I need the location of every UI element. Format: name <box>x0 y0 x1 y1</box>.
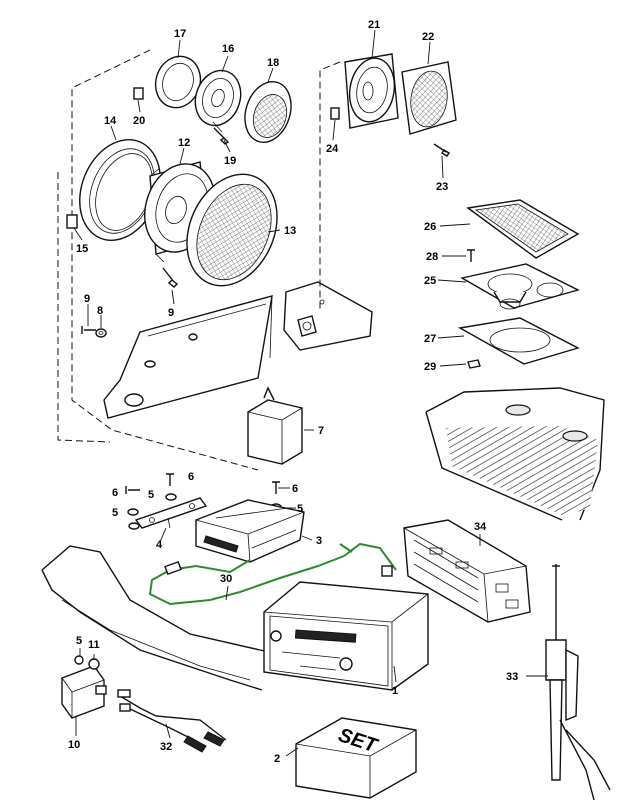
callout-2: 2 <box>274 753 280 765</box>
panel-screw <box>81 326 96 334</box>
radio-area: SET <box>41 473 611 801</box>
callout-13: 13 <box>284 225 296 237</box>
antenna-relay <box>61 665 107 719</box>
callout-12: 12 <box>178 137 190 149</box>
rear-speaker-grille <box>401 61 457 135</box>
rear-woofer <box>344 53 399 129</box>
rear-mount-bracket <box>283 281 373 351</box>
speaker-set-box <box>295 717 417 799</box>
tweeter-grille <box>244 81 292 143</box>
relay-nut <box>88 658 100 670</box>
callout-20: 20 <box>133 115 145 127</box>
callout-3: 3 <box>316 535 322 547</box>
panel-washer <box>95 328 107 338</box>
tweeter-screw <box>213 127 230 145</box>
callout-29: 29 <box>424 361 436 373</box>
leader-lines <box>73 29 548 757</box>
bracket-screw-b <box>166 473 174 486</box>
dash-speaker <box>460 263 580 310</box>
callout-34: 34 <box>474 521 487 533</box>
callout-11: 11 <box>88 639 100 651</box>
callout-8: 8 <box>97 305 103 317</box>
callout-10: 10 <box>68 739 80 751</box>
bracket-washer-b <box>165 493 177 501</box>
dash-speaker-cover <box>466 199 580 259</box>
callout-25: 25 <box>424 275 436 287</box>
callout-23: 23 <box>436 181 448 193</box>
dash-speaker-group <box>425 199 605 521</box>
callout-33: 33 <box>506 671 518 683</box>
callout-24: 24 <box>326 143 339 155</box>
bracket-washer-a <box>127 508 139 516</box>
cable-plug <box>164 560 182 576</box>
callout-14: 14 <box>104 115 117 127</box>
callout-6-top: 6 <box>188 471 194 483</box>
callout-22: 22 <box>422 31 434 43</box>
cover-screw <box>467 249 475 262</box>
amp-screw <box>272 481 280 494</box>
callout-7: 7 <box>318 425 324 437</box>
left-speaker-group <box>57 49 303 471</box>
amplifier-bracket <box>134 497 208 529</box>
callout-1: 1 <box>392 685 398 697</box>
callout-labels: 17 16 18 20 19 14 12 13 15 9 21 22 24 23… <box>68 19 518 765</box>
callout-9-lower: 9 <box>84 293 90 305</box>
relay-washer <box>74 655 84 665</box>
callout-5-c: 5 <box>297 503 303 515</box>
door-trim-panel <box>103 295 273 419</box>
callout-5-d: 5 <box>76 635 82 647</box>
radio-mounting-frame <box>403 519 531 623</box>
speaker-clip <box>66 214 78 229</box>
antenna-cable <box>148 555 345 606</box>
callout-4: 4 <box>156 539 163 551</box>
bracket-washer-c <box>128 522 140 530</box>
tweeter-clip <box>133 87 144 100</box>
callout-6-right: 6 <box>292 483 298 495</box>
callout-9-upper: 9 <box>168 307 174 319</box>
callout-26: 26 <box>424 221 436 233</box>
speaker-clip-nut <box>467 359 481 369</box>
rear-speaker-screw <box>433 143 450 157</box>
wiring-harness <box>117 689 227 753</box>
callout-5-a: 5 <box>148 489 154 501</box>
callout-30: 30 <box>220 573 232 585</box>
callout-28: 28 <box>426 251 438 263</box>
rear-speaker-clip <box>330 107 340 120</box>
rear-assembly-dashline <box>319 61 341 310</box>
callout-17: 17 <box>174 28 186 40</box>
callout-19: 19 <box>224 155 236 167</box>
dashboard-top <box>425 387 605 521</box>
tweeter-speaker <box>194 69 242 127</box>
power-amplifier <box>195 499 305 563</box>
speaker-grille-large <box>186 173 278 287</box>
crossover-module <box>247 386 303 465</box>
dashboard-outline <box>41 545 311 661</box>
callout-21: 21 <box>368 19 380 31</box>
rear-speaker-group <box>283 53 457 351</box>
left-assembly-dashline <box>71 49 259 471</box>
callout-18: 18 <box>267 57 279 69</box>
callout-6-left: 6 <box>112 487 118 499</box>
speaker-screw <box>162 267 179 288</box>
callout-15: 15 <box>76 243 88 255</box>
callout-27: 27 <box>424 333 436 345</box>
callout-16: 16 <box>222 43 234 55</box>
car-radio <box>263 581 429 691</box>
callout-5-b: 5 <box>112 507 118 519</box>
bracket-screw-a <box>125 486 140 494</box>
callout-32: 32 <box>160 741 172 753</box>
dash-speaker-gasket <box>457 317 580 365</box>
power-antenna <box>545 564 611 801</box>
